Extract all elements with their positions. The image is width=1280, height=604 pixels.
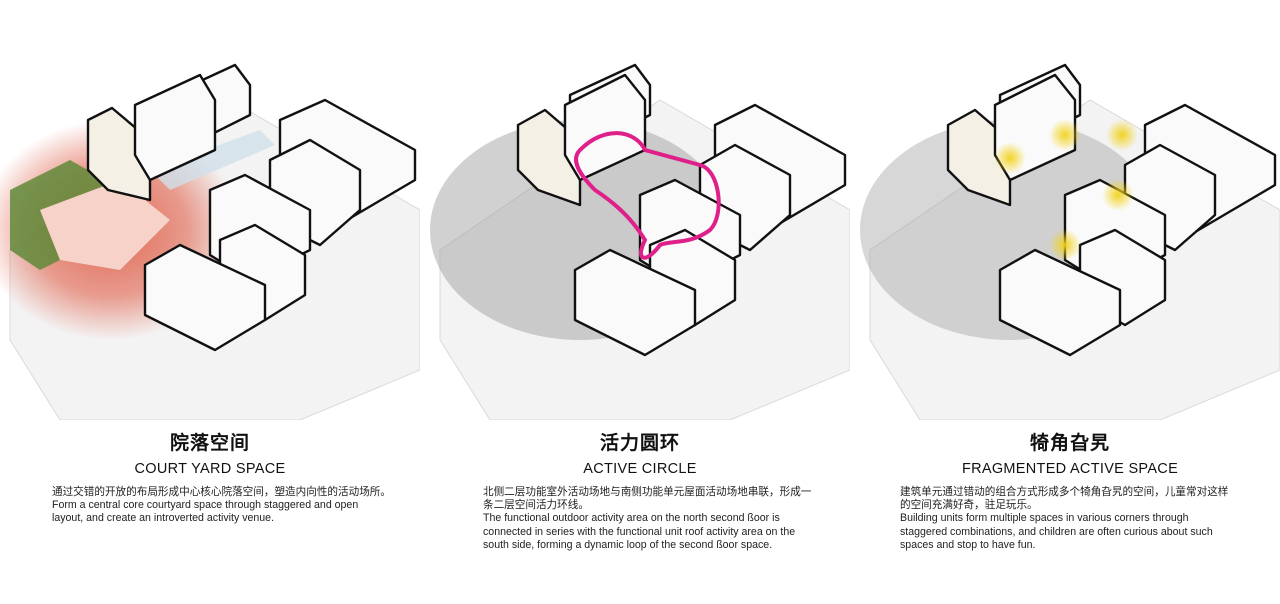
- panel-title-en: COURT YARD SPACE: [134, 461, 286, 477]
- desc-en-line: south side, forming a dynamic loop of th…: [483, 538, 773, 551]
- desc-cn-line: 建筑单元通过错动的组合方式形成多个犄角旮旯的空间，儿童常对这样: [900, 486, 1229, 498]
- panel-title-en: FRAGMENTED ACTIVE SPACE: [961, 461, 1179, 477]
- desc-cn-line: 条二层空间活力环线。: [483, 499, 589, 512]
- building-cluster: [86, 63, 417, 352]
- panel-fragmented: 犄角旮旯 FRAGMENTED ACTIVE SPACE 建筑单元通过错动的组合…: [860, 0, 1280, 604]
- panel-title-cn: 犄角旮旯: [1029, 432, 1110, 454]
- desc-en-line: connected in series with the functional …: [483, 525, 796, 538]
- desc-en-line: layout, and create an introverted activi…: [52, 512, 275, 525]
- desc-en-line: Building units form multiple spaces in v…: [900, 512, 1189, 525]
- fragmented-axonometric: [860, 63, 1280, 420]
- panel-title-cn: 活力圆环: [599, 432, 680, 454]
- desc-en-line: The functional outdoor activity area on …: [483, 512, 780, 525]
- courtyard-plaza: [40, 180, 170, 270]
- desc-cn-line: 北侧二层功能室外活动场地与南侧功能单元屋面活动场地串联，形成一: [483, 486, 812, 498]
- desc-en-line: staggered combinations, and children are…: [900, 525, 1213, 538]
- panel-title-en: ACTIVE CIRCLE: [583, 461, 697, 477]
- panel-description: 建筑单元通过错动的组合方式形成多个犄角旮旯的空间，儿童常对这样 的空间充满好奇，…: [900, 486, 1228, 552]
- panel-active-circle: 活力圆环 ACTIVE CIRCLE 北侧二层功能室外活动场地与南侧功能单元屋面…: [430, 0, 850, 604]
- desc-en-line: Form a central core courtyard space thro…: [52, 499, 359, 512]
- desc-cn-line: 通过交错的开放的布局形成中心核心院落空间，塑造内向性的活动场所。: [52, 486, 391, 498]
- panel-description: 北侧二层功能室外活动场地与南侧功能单元屋面活动场地串联，形成一 条二层空间活力环…: [483, 486, 811, 552]
- panel-description: 通过交错的开放的布局形成中心核心院落空间，塑造内向性的活动场所。 Form a …: [52, 486, 391, 526]
- building-cluster: [516, 63, 847, 357]
- desc-cn-line: 的空间充满好奇，驻足玩乐。: [900, 499, 1038, 512]
- loop-path: [574, 131, 721, 260]
- courtyard-path: [150, 130, 275, 190]
- panel-title-cn: 院落空间: [169, 432, 250, 454]
- corner-spots: [994, 119, 1138, 261]
- active-circle-axonometric: [430, 63, 850, 420]
- courtyard-axonometric: [0, 63, 420, 420]
- desc-en-line: spaces and stop to have fun.: [900, 538, 1036, 551]
- panel-courtyard: 院落空间 COURT YARD SPACE 通过交错的开放的布局形成中心核心院落…: [0, 0, 420, 604]
